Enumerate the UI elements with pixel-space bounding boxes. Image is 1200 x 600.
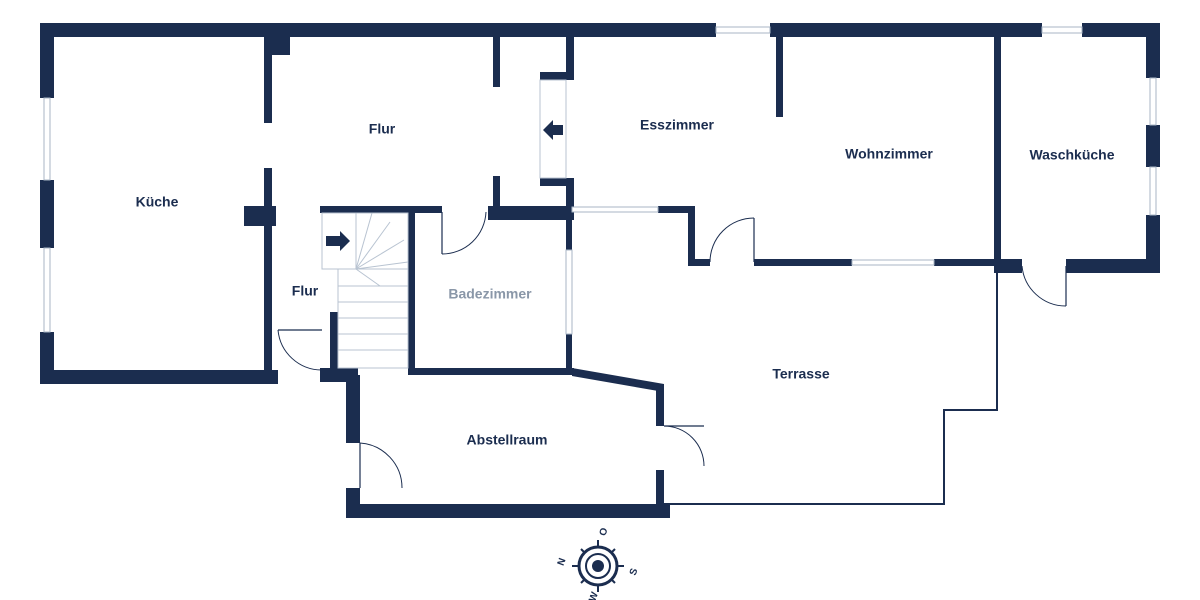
- room-label-waschkueche: Waschküche: [1029, 147, 1114, 163]
- arrow-right-icon: [326, 231, 350, 251]
- room-label-flur-top: Flur: [369, 121, 396, 137]
- windows: [43, 26, 1157, 335]
- compass-east: O: [598, 526, 611, 537]
- walls: [40, 23, 1160, 518]
- compass-north: N: [556, 557, 569, 568]
- room-label-kueche: Küche: [136, 194, 179, 210]
- room-label-esszimmer: Esszimmer: [640, 117, 714, 133]
- room-label-terrasse: Terrasse: [772, 366, 830, 382]
- room-label-badezimmer: Badezimmer: [448, 286, 532, 302]
- room-label-wohnzimmer: Wohnzimmer: [845, 146, 933, 162]
- compass-south: S: [628, 567, 641, 577]
- terrace-outline: [664, 266, 998, 505]
- doors: [277, 211, 1067, 489]
- room-label-abstellraum: Abstellraum: [467, 432, 548, 448]
- room-label-flur-bottom: Flur: [292, 283, 319, 299]
- compass-rose-icon: [572, 540, 624, 592]
- compass-west: W: [587, 590, 601, 600]
- arrow-left-icon: [543, 120, 563, 140]
- staircase: [321, 79, 567, 369]
